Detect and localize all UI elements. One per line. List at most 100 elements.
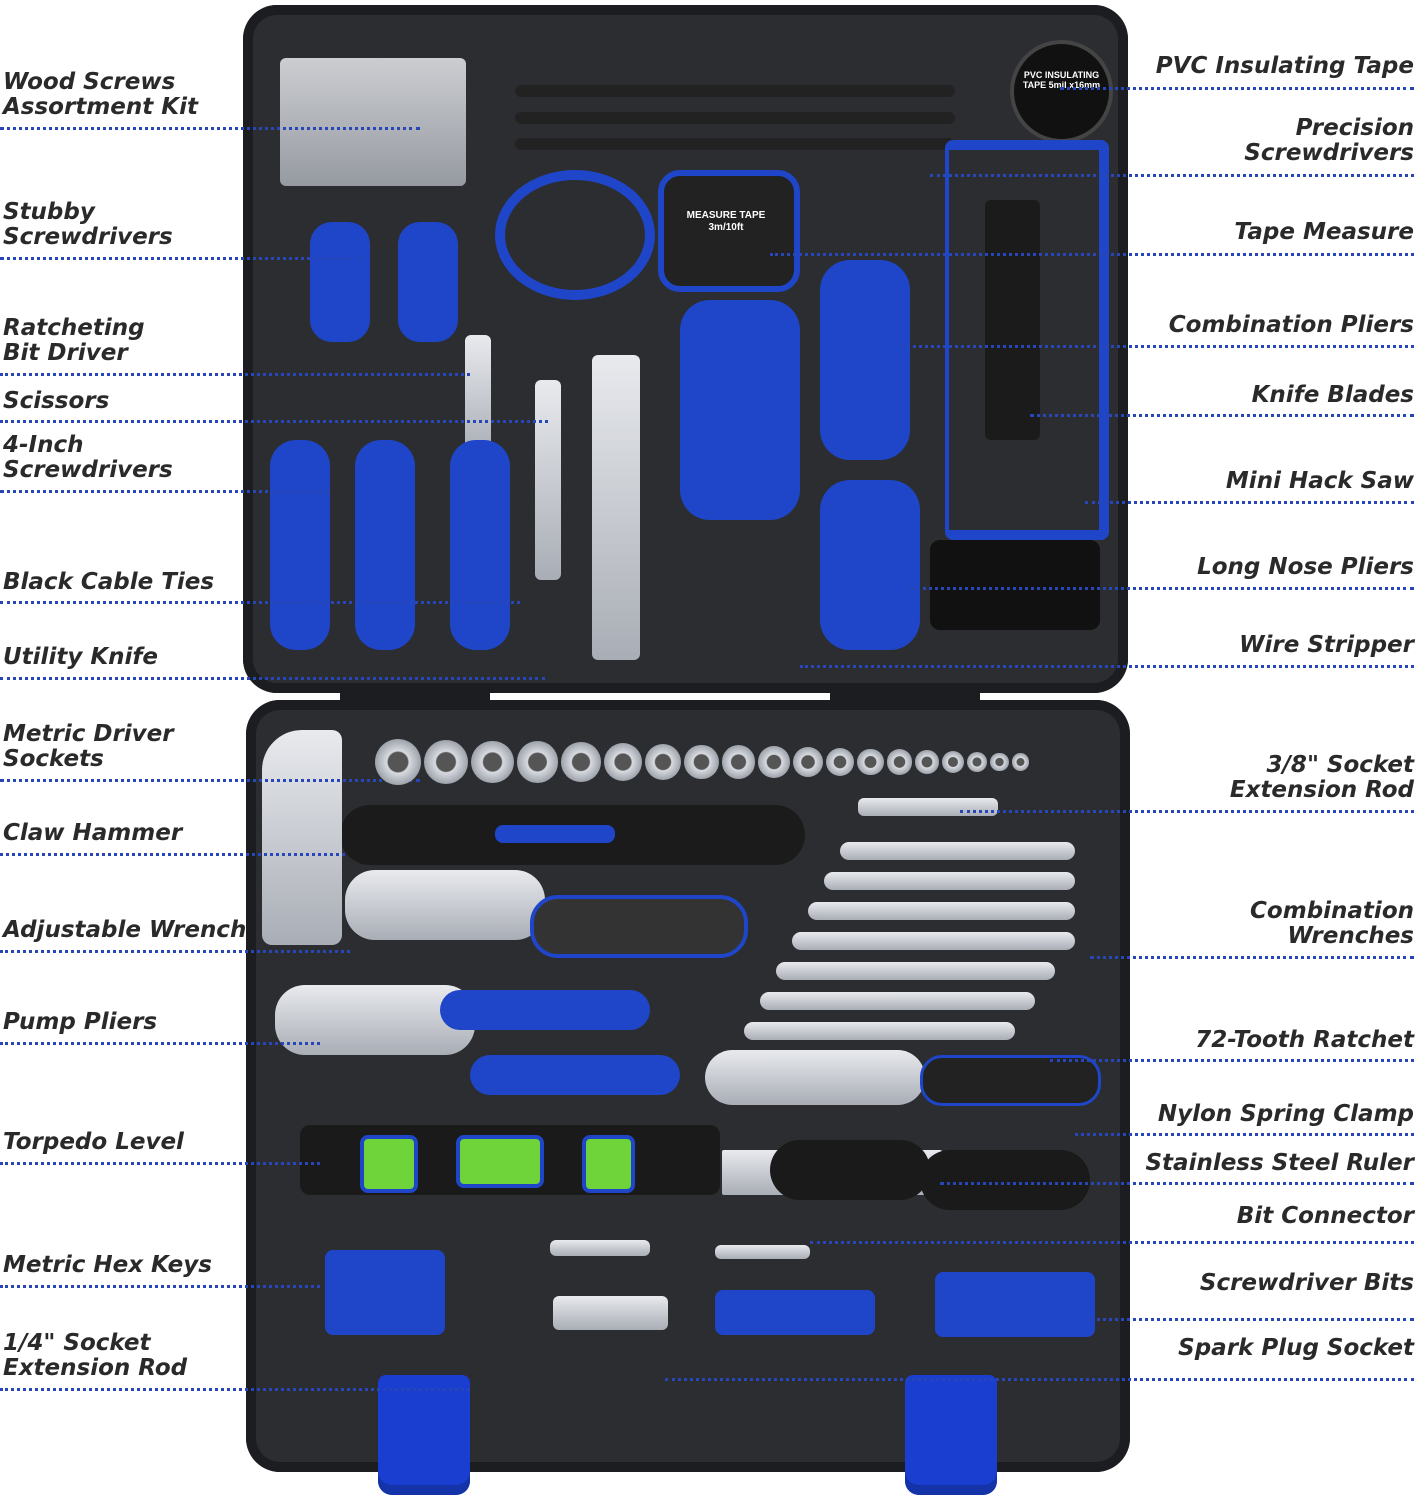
leader-line <box>0 420 548 423</box>
socket <box>604 743 642 781</box>
callout-label-line: 3/8" Socket <box>1266 752 1414 778</box>
combination-wrench <box>792 932 1075 950</box>
case-latch[interactable] <box>905 1375 997 1495</box>
callout-label: Combination Pliers <box>1169 313 1414 338</box>
callout-label: Stainless Steel Ruler <box>1145 1151 1414 1176</box>
socket <box>684 744 720 780</box>
callout-label-line: Torpedo Level <box>3 1129 184 1155</box>
callout-label-line: PVC Insulating Tape <box>1155 53 1414 79</box>
socket <box>990 752 1010 772</box>
callout-label: Scissors <box>3 389 109 414</box>
screwdriver-bits-tray <box>935 1272 1095 1337</box>
socket <box>471 740 515 784</box>
leader-line <box>810 1241 1414 1244</box>
level-vial <box>456 1135 544 1188</box>
leader-line <box>0 1285 320 1288</box>
callout-label-line: Pump Pliers <box>3 1009 158 1035</box>
callout-label-line: Wood Screws <box>3 69 176 95</box>
insulating-tape <box>1010 40 1113 143</box>
leader-line <box>0 1162 320 1165</box>
leader-line <box>1050 1059 1414 1062</box>
callout-label-line: Extension Rod <box>3 1355 188 1381</box>
socket <box>967 751 988 773</box>
extension-rod-3-8 <box>858 798 998 816</box>
hack-saw-frame <box>945 140 1109 540</box>
screw-kit-box <box>280 58 466 186</box>
socket <box>758 746 790 778</box>
callout-label-line: Bit Driver <box>3 340 128 366</box>
leader-line <box>930 174 1414 177</box>
callout-label: Long Nose Pliers <box>1197 555 1414 580</box>
callout-label: Black Cable Ties <box>3 570 214 595</box>
callout-label-line: Knife Blades <box>1251 382 1414 408</box>
leader-line <box>1085 501 1414 504</box>
callout-label-line: Stainless Steel Ruler <box>1145 1150 1414 1176</box>
leader-line <box>1030 414 1414 417</box>
combination-wrench <box>824 872 1075 890</box>
tape-label: PVC INSULATING TAPE 5mil x16mm <box>1022 70 1101 91</box>
claw-hammer-grip <box>495 825 615 843</box>
leader-line <box>0 601 520 604</box>
socket <box>826 747 855 777</box>
callout-label-line: Claw Hammer <box>3 820 183 846</box>
callout-label: 72-Tooth Ratchet <box>1195 1028 1414 1053</box>
extension-rod-1-4 <box>550 1240 650 1256</box>
callout-label-line: Bit Connector <box>1236 1203 1414 1229</box>
callout-label: Wire Stripper <box>1239 633 1414 658</box>
callout-label-line: Utility Knife <box>3 644 159 670</box>
screwdriver <box>270 440 330 650</box>
scissors-blade <box>535 380 561 580</box>
stubby-screwdriver <box>310 222 370 342</box>
callout-label-line: Screwdriver Bits <box>1199 1270 1414 1296</box>
pump-pliers-handle <box>440 990 650 1030</box>
callout-label-line: Spark Plug Socket <box>1178 1335 1414 1361</box>
socket <box>375 739 421 785</box>
callout-label-line: Wire Stripper <box>1239 632 1414 658</box>
claw-hammer-head <box>262 730 342 945</box>
leader-line <box>1090 1318 1414 1321</box>
callout-label-line: Long Nose Pliers <box>1197 554 1414 580</box>
callout-label-line: Combination Pliers <box>1168 312 1414 338</box>
callout-label: Claw Hammer <box>3 821 182 846</box>
hinge <box>340 688 490 704</box>
precision-screwdriver <box>515 85 955 97</box>
ratchet-handle <box>920 1055 1101 1106</box>
combination-wrench <box>744 1022 1015 1040</box>
socket <box>793 747 823 777</box>
callout-label-line: Nylon Spring Clamp <box>1157 1101 1414 1127</box>
socket <box>857 748 885 776</box>
spark-plug-socket <box>553 1296 668 1330</box>
callout-label: Knife Blades <box>1252 383 1414 408</box>
callout-label: Torpedo Level <box>3 1130 184 1155</box>
leader-line <box>0 950 350 953</box>
callout-label-line: Precision <box>1295 115 1414 141</box>
callout-label-line: 1/4" Socket <box>3 1330 151 1356</box>
callout-label-line: Stubby <box>3 199 95 225</box>
callout-label-line: Extension Rod <box>1229 777 1414 803</box>
callout-label: Tape Measure <box>1234 220 1414 245</box>
callout-label-line: 72-Tooth Ratchet <box>1195 1027 1414 1053</box>
knife-blades <box>985 200 1040 440</box>
leader-line <box>0 779 420 782</box>
socket <box>915 750 939 774</box>
combination-wrench <box>840 842 1075 860</box>
leader-line <box>900 345 1414 348</box>
socket <box>722 745 756 779</box>
screwdriver <box>355 440 415 650</box>
leader-line <box>665 1378 1414 1381</box>
socket <box>424 739 469 785</box>
screwdriver-bits-tray <box>715 1290 875 1335</box>
callout-label-line: Combination <box>1250 898 1414 924</box>
case-latch[interactable] <box>378 1375 470 1495</box>
callout-label: Nylon Spring Clamp <box>1158 1102 1414 1127</box>
leader-line <box>770 253 1414 256</box>
socket <box>1012 753 1030 771</box>
bit-driver <box>465 335 491 455</box>
leader-line <box>960 810 1414 813</box>
leader-line <box>0 373 470 376</box>
